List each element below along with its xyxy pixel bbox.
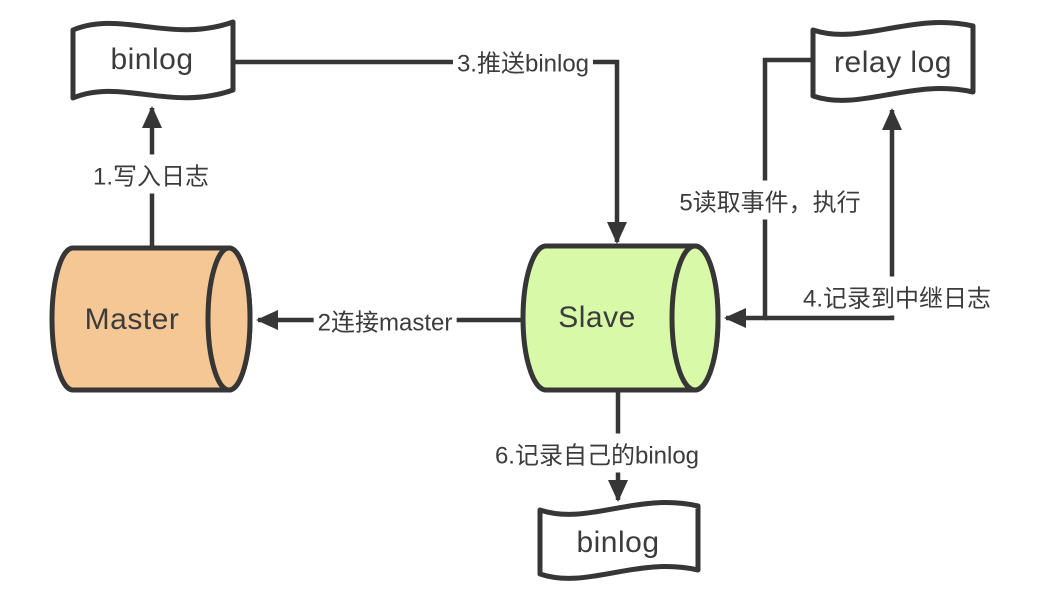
binlog-bottom-document-shape <box>537 500 701 581</box>
relay-log-document-shape <box>810 20 976 103</box>
edge-read-execute-label: 5读取事件，执行 <box>675 180 865 220</box>
binlog-bottom-label: binlog <box>576 526 660 559</box>
master-label: Master <box>84 303 180 336</box>
edge-record-relay-arrow <box>765 108 902 321</box>
slave-cylinder-cap <box>669 243 721 393</box>
edge-connect-master-label: 2连接master <box>313 300 457 340</box>
binlog-top-document-shape <box>70 19 236 101</box>
edge-record-own-binlog-label: 6.记录自己的binlog <box>490 433 704 473</box>
binlog-top-label: binlog <box>110 43 194 76</box>
edge-push-binlog-label: 3.推送binlog <box>452 41 594 81</box>
slave-label: Slave <box>558 301 636 334</box>
edge-write-log-label: 1.写入日志 <box>88 154 214 194</box>
relay-log-label: relay log <box>834 46 952 79</box>
edge-push-binlog-arrow <box>233 59 627 244</box>
master-cylinder-cap <box>205 245 253 393</box>
nodes-layer <box>49 19 976 581</box>
edge-record-relay-label: 4.记录到中继日志 <box>798 276 996 316</box>
